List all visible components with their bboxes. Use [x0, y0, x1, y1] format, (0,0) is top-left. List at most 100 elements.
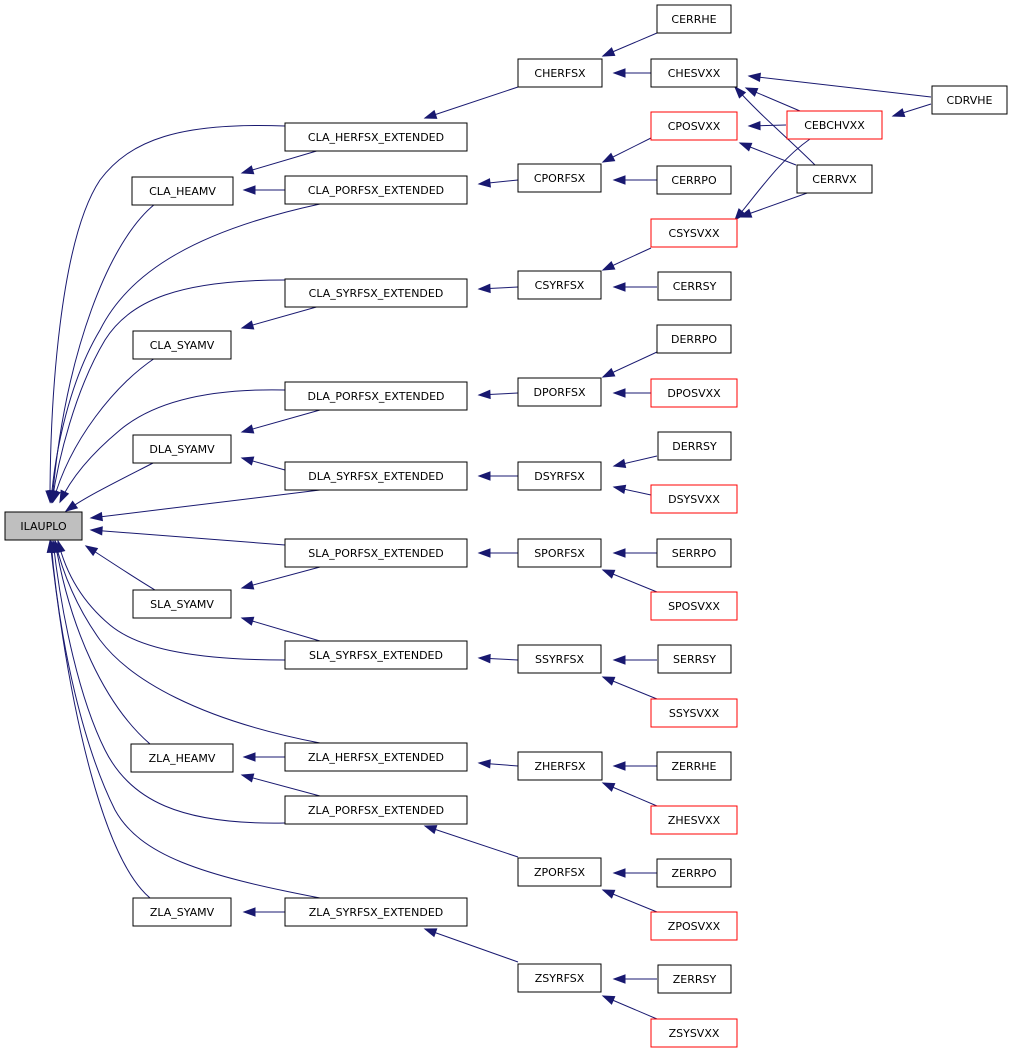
node-zerrhe[interactable]: ZERRHE — [656, 751, 732, 781]
arrowhead — [240, 773, 255, 783]
node-box — [657, 431, 732, 461]
node-box — [132, 330, 232, 360]
node-label: CLA_HERFSX_EXTENDED — [308, 131, 444, 144]
arrowhead — [423, 825, 438, 835]
node-zla-herfsx-extended[interactable]: ZLA_HERFSX_EXTENDED — [284, 742, 468, 772]
arrowhead — [49, 489, 59, 504]
node-box — [656, 165, 732, 195]
node-zerrpo[interactable]: ZERRPO — [656, 858, 732, 888]
node-box — [650, 218, 738, 248]
arrowhead — [84, 545, 99, 557]
node-zporfsx[interactable]: ZPORFSX — [517, 857, 602, 887]
node-cposvxx[interactable]: CPOSVXX — [650, 111, 738, 141]
node-zla-heamv[interactable]: ZLA_HEAMV — [130, 743, 234, 773]
node-label: ZLA_HEAMV — [149, 752, 216, 765]
node-box — [517, 644, 602, 674]
node-box — [284, 278, 468, 308]
node-box — [657, 964, 732, 994]
node-cerrpo[interactable]: CERRPO — [656, 165, 732, 195]
node-zerrsy[interactable]: ZERRSY — [657, 964, 732, 994]
node-derrsy[interactable]: DERRSY — [657, 431, 732, 461]
arrowhead — [477, 389, 491, 400]
node-box — [284, 538, 468, 568]
node-cla-heamv[interactable]: CLA_HEAMV — [131, 176, 234, 206]
node-box — [284, 897, 468, 927]
node-dsyrfsx[interactable]: DSYRFSX — [517, 461, 602, 491]
arrowhead — [477, 653, 491, 664]
edge-cla-syamv-to-ilauplo — [52, 357, 156, 503]
edge-zla-porfsx-ext-to-zla-heamv — [241, 774, 321, 797]
arrowhead — [240, 456, 255, 466]
edge-cerrvx-to-csysvxx — [739, 191, 811, 218]
node-sla-porfsx-extended[interactable]: SLA_PORFSX_EXTENDED — [284, 538, 468, 568]
node-dposvxx[interactable]: DPOSVXX — [650, 378, 738, 408]
edge-cla-syrfsx-ext-to-ilauplo — [51, 279, 286, 503]
node-csyrfsx[interactable]: CSYRFSX — [517, 270, 602, 300]
node-ssysvxx[interactable]: SSYSVXX — [650, 698, 738, 728]
arrowhead — [477, 471, 491, 481]
node-zla-porfsx-extended[interactable]: ZLA_PORFSX_EXTENDED — [284, 795, 468, 825]
arrowhead — [64, 500, 79, 512]
node-sposvxx[interactable]: SPOSVXX — [650, 591, 738, 621]
node-cla-herfsx-extended[interactable]: CLA_HERFSX_EXTENDED — [284, 122, 468, 152]
node-zsysvxx[interactable]: ZSYSVXX — [650, 1018, 738, 1048]
node-dla-syamv[interactable]: DLA_SYAMV — [132, 434, 232, 464]
node-zsyrfsx[interactable]: ZSYRFSX — [517, 963, 602, 993]
node-zla-syrfsx-extended[interactable]: ZLA_SYRFSX_EXTENDED — [284, 897, 468, 927]
node-cla-syamv[interactable]: CLA_SYAMV — [132, 330, 232, 360]
node-ilauplo[interactable]: ILAUPLO — [4, 511, 83, 541]
node-box — [650, 805, 738, 835]
node-dporfsx[interactable]: DPORFSX — [517, 377, 602, 407]
node-derrpo[interactable]: DERRPO — [656, 324, 732, 354]
node-dla-porfsx-extended[interactable]: DLA_PORFSX_EXTENDED — [284, 381, 468, 411]
node-serrpo[interactable]: SERRPO — [656, 538, 732, 568]
node-sla-syamv[interactable]: SLA_SYAMV — [132, 589, 232, 619]
node-ssyrfsx[interactable]: SSYRFSX — [517, 644, 602, 674]
node-cporfsx[interactable]: CPORFSX — [517, 163, 602, 193]
node-dsysvxx[interactable]: DSYSVXX — [650, 484, 738, 514]
node-zposvxx[interactable]: ZPOSVXX — [650, 911, 738, 941]
node-zla-syamv[interactable]: ZLA_SYAMV — [132, 897, 232, 927]
node-label: CDRVHE — [947, 94, 993, 107]
node-zhesvxx[interactable]: ZHESVXX — [650, 805, 738, 835]
node-box — [650, 698, 738, 728]
arrowhead — [612, 68, 626, 78]
node-box — [517, 751, 603, 781]
node-cerrsy[interactable]: CERRSY — [657, 271, 732, 301]
arrowhead — [242, 752, 256, 762]
node-cerrvx[interactable]: CERRVX — [796, 164, 873, 194]
arrowhead — [477, 283, 491, 294]
node-csysvxx[interactable]: CSYSVXX — [650, 218, 738, 248]
edge-dla-porfsx-ext-to-ilauplo — [59, 389, 286, 503]
edge-sla-porfsx-ext-to-sla-syamv — [241, 566, 321, 589]
node-cla-porfsx-extended[interactable]: CLA_PORFSX_EXTENDED — [284, 175, 468, 205]
edge-cla-syrfsx-ext-to-cla-syamv — [241, 305, 321, 329]
node-sporfsx[interactable]: SPORFSX — [517, 538, 602, 568]
node-box — [132, 434, 232, 464]
node-sla-syrfsx-extended[interactable]: SLA_SYRFSX_EXTENDED — [284, 640, 468, 670]
node-label: ZHERFSX — [534, 760, 586, 773]
edge-cdrvhe-to-chesvxx — [748, 75, 932, 98]
node-dla-syrfsx-extended[interactable]: DLA_SYRFSX_EXTENDED — [284, 461, 468, 491]
node-label: ZHESVXX — [668, 814, 721, 827]
node-chesvxx[interactable]: CHESVXX — [650, 58, 738, 88]
nodes-layer: ILAUPLO CLA_HEAMV CLA_SYAMV DLA_SYAMV SL… — [4, 4, 1008, 1048]
node-cla-syrfsx-extended[interactable]: CLA_SYRFSX_EXTENDED — [284, 278, 468, 308]
edge-zla-herfsx-ext-to-ilauplo — [54, 540, 321, 744]
arrowhead — [601, 47, 616, 57]
arrowhead — [89, 511, 103, 522]
node-cherfsx[interactable]: CHERFSX — [517, 58, 603, 88]
node-label: SSYRFSX — [535, 653, 584, 666]
node-box — [657, 271, 732, 301]
node-cdrvhe[interactable]: CDRVHE — [931, 85, 1008, 115]
arrowhead — [423, 109, 438, 119]
node-box — [284, 175, 468, 205]
node-box — [656, 324, 732, 354]
node-box — [656, 858, 732, 888]
node-box — [284, 381, 468, 411]
node-cebchvxx[interactable]: CEBCHVXX — [786, 110, 883, 140]
node-cerrhe[interactable]: CERRHE — [656, 4, 732, 34]
node-serrsy[interactable]: SERRSY — [657, 644, 732, 674]
node-zherfsx[interactable]: ZHERFSX — [517, 751, 603, 781]
node-label: DSYSVXX — [668, 493, 720, 506]
